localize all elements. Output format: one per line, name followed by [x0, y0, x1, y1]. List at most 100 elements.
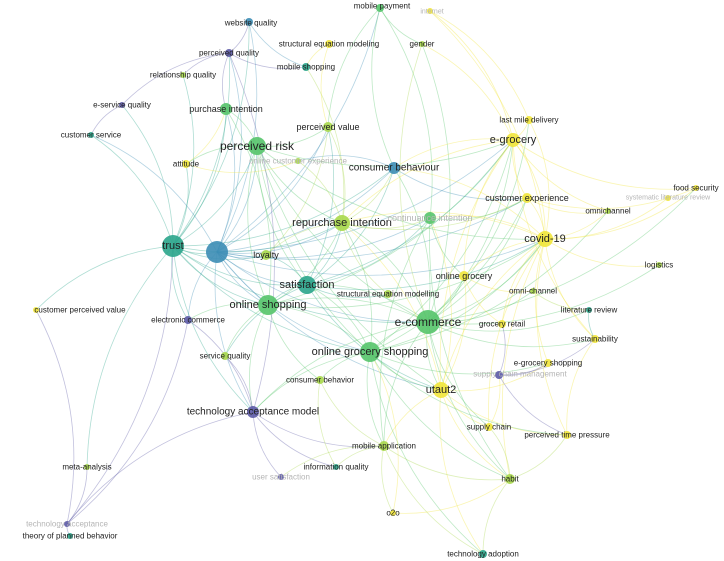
link-hub-continuance-intention — [216, 217, 431, 259]
node-e-commerce[interactable] — [416, 310, 440, 334]
node-technology-acceptance-model[interactable] — [247, 406, 259, 418]
node-o2o[interactable] — [390, 510, 396, 516]
node-technology-acceptance[interactable] — [64, 521, 70, 527]
link-e-grocery-internet — [429, 10, 514, 141]
link-online-shopping-purchase-intention — [225, 108, 272, 306]
node-supply-chain[interactable] — [485, 423, 493, 431]
node-online-grocery-shopping[interactable] — [360, 342, 380, 362]
node-literature-review[interactable] — [586, 307, 592, 313]
link-e-commerce-literature-review — [427, 309, 590, 332]
node-customer-service[interactable] — [88, 132, 94, 138]
node-perceived-value[interactable] — [323, 122, 333, 132]
node-mobile-payment[interactable] — [376, 4, 384, 12]
node-purchase-intention[interactable] — [220, 103, 232, 115]
label-perceived-quality: perceived quality — [199, 49, 259, 58]
node-online-shopping[interactable] — [258, 295, 278, 315]
node-technology-adoption[interactable] — [479, 550, 487, 558]
node-hub[interactable] — [206, 241, 228, 263]
link-utaut2-mobile-application — [383, 389, 442, 447]
label-supply-chain-management: supply chain management — [473, 370, 567, 379]
link-mobile-payment-gender — [379, 7, 423, 45]
node-mobile-shopping[interactable] — [302, 63, 310, 71]
link-repurchase-intention-perceived-value — [327, 126, 346, 224]
link-technology-acceptance-model-service-quality — [224, 355, 254, 413]
link-online-grocery-shopping-customer-experience — [369, 197, 528, 353]
node-service-quality[interactable] — [221, 352, 229, 360]
node-user-satisfaction[interactable] — [278, 474, 284, 480]
link-consumer-behaviour-online-customer-experience — [297, 155, 395, 169]
node-online-customer-experience[interactable] — [295, 158, 301, 164]
node-food-security[interactable] — [693, 185, 699, 191]
node-loyalty[interactable] — [261, 250, 271, 260]
node-e-grocery-shopping[interactable] — [544, 359, 552, 367]
node-perceived-time-pressure[interactable] — [563, 431, 571, 439]
link-perceived-risk-utaut2 — [256, 145, 442, 391]
link-online-grocery-shopping-repurchase-intention — [341, 222, 373, 353]
link-perceived-quality-mobile-shopping — [228, 52, 307, 70]
link-utaut2-technology-adoption — [439, 389, 484, 555]
node-mobile-application[interactable] — [379, 441, 389, 451]
link-perceived-risk-e-grocery — [256, 139, 514, 167]
node-utaut2[interactable] — [433, 382, 449, 398]
link-technology-acceptance-model-perceived-quality — [228, 52, 275, 413]
node-customer-perceived-value[interactable] — [33, 307, 39, 313]
link-covid-19-internet — [429, 10, 546, 240]
link-supply-chain-supply-chain-management — [488, 374, 501, 428]
link-covid-19-consumer-behaviour — [393, 167, 546, 240]
link-perceived-quality-purchase-intention — [222, 52, 230, 110]
node-meta-analysis[interactable] — [84, 464, 90, 470]
node-sustainability[interactable] — [591, 335, 599, 343]
link-hub-consumer-behaviour — [216, 167, 395, 253]
node-structural-equation-modeling[interactable] — [325, 40, 333, 48]
node-systematic-literature-review[interactable] — [665, 195, 671, 201]
node-trust[interactable] — [162, 235, 184, 257]
link-repurchase-intention-structural-equation-modelling — [341, 222, 389, 295]
link-last-mile-delivery-internet — [429, 10, 530, 121]
node-gender[interactable] — [419, 41, 425, 47]
link-hub-online-grocery-shopping — [216, 251, 371, 353]
node-continuance-intention[interactable] — [424, 212, 436, 224]
link-e-commerce-satisfaction — [306, 284, 429, 323]
node-covid-19[interactable] — [537, 231, 553, 247]
node-habit[interactable] — [505, 474, 515, 484]
node-website-quality[interactable] — [245, 18, 253, 26]
node-satisfaction[interactable] — [298, 276, 316, 294]
link-hub-covid-19 — [216, 238, 546, 276]
node-layer — [33, 4, 699, 558]
node-perceived-risk[interactable] — [248, 137, 266, 155]
link-continuance-intention-customer-experience — [429, 197, 528, 220]
label-mobile-shopping: mobile shopping — [277, 63, 335, 72]
label-customer-experience: customer experience — [485, 193, 569, 203]
label-electronic-commerce: electronic commerce — [151, 316, 225, 325]
node-perceived-quality[interactable] — [225, 49, 233, 57]
node-internet[interactable] — [427, 8, 433, 14]
node-repurchase-intention[interactable] — [334, 215, 350, 231]
node-grocery-retail[interactable] — [498, 320, 506, 328]
label-online-customer-experience: online customer experience — [249, 157, 347, 166]
link-e-grocery-gender — [421, 43, 514, 141]
node-supply-chain-management[interactable] — [495, 371, 503, 379]
node-theory-of-planned-behavior[interactable] — [67, 533, 73, 539]
label-covid-19: covid-19 — [524, 233, 566, 245]
node-e-grocery[interactable] — [506, 133, 520, 147]
node-omnichannel[interactable] — [605, 208, 611, 214]
link-continuance-intention-online-grocery — [429, 217, 465, 277]
node-customer-experience[interactable] — [522, 193, 532, 203]
node-omni-channel[interactable] — [530, 288, 536, 294]
link-hub-perceived-value — [216, 126, 329, 253]
link-attitude-online-customer-experience — [185, 160, 299, 174]
node-attitude[interactable] — [182, 160, 190, 168]
node-consumer-behaviour[interactable] — [388, 162, 400, 174]
node-information-quality[interactable] — [333, 464, 339, 470]
link-technology-acceptance-customer-perceived-value — [35, 309, 75, 525]
link-consumer-behaviour-customer-experience — [393, 167, 528, 201]
node-e-service-quality[interactable] — [119, 102, 125, 108]
node-consumer-behavior[interactable] — [316, 376, 324, 384]
node-relationship-quality[interactable] — [180, 72, 186, 78]
node-electronic-commerce[interactable] — [184, 316, 192, 324]
node-structural-equation-modelling[interactable] — [384, 290, 392, 298]
node-logistics[interactable] — [656, 262, 662, 268]
link-online-grocery-grocery-retail — [463, 275, 503, 325]
node-last-mile-delivery[interactable] — [525, 116, 533, 124]
node-online-grocery[interactable] — [459, 271, 469, 281]
